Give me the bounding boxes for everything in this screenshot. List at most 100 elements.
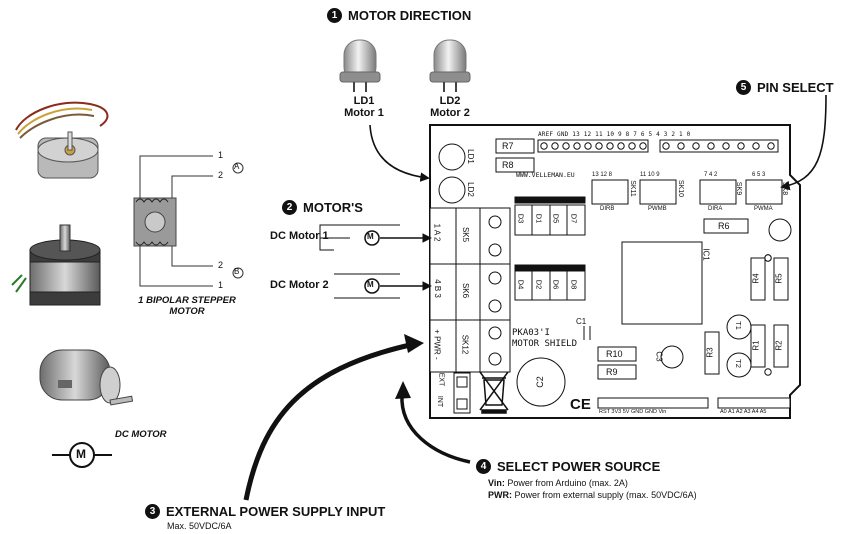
header-pin xyxy=(584,142,592,150)
diode-d1: D1 xyxy=(534,213,544,224)
header-dirb: DIRB xyxy=(600,206,615,212)
weee-bin-symbol xyxy=(479,371,509,414)
header-pin xyxy=(767,142,775,150)
diode-d3: D3 xyxy=(516,213,526,224)
callout-title: MOTOR DIRECTION xyxy=(348,8,472,23)
ic1-label: IC1 xyxy=(701,248,711,261)
transistor-t2: T2 xyxy=(733,359,743,368)
diode-d2: D2 xyxy=(534,279,544,290)
res-r2: R2 xyxy=(774,340,784,351)
board-url: WWW.VELLEMAN.EU xyxy=(516,171,575,179)
header-pin xyxy=(764,368,772,376)
board-capacitors xyxy=(516,326,684,407)
board-name-line: MOTOR SHIELD xyxy=(512,339,578,349)
header-pin xyxy=(737,142,745,150)
header-pin xyxy=(662,142,670,150)
led-motor: Motor 1 xyxy=(344,107,384,119)
header-pin xyxy=(764,254,772,262)
ext-power-note: Max. 50VDC/6A xyxy=(167,521,232,531)
led-ld1-image xyxy=(339,39,381,92)
res-r10: R10 xyxy=(606,349,623,359)
callout-power-source: 4 SELECT POWER SOURCE xyxy=(476,459,660,474)
power-source-vin: Vin: Power from Arduino (max. 2A) xyxy=(488,478,628,488)
board-bottom-header-right: A0 A1 A2 A3 A4 A5 xyxy=(720,409,767,415)
terminal-sk5: SK5 xyxy=(461,226,471,243)
pwr-key: PWR: xyxy=(488,490,512,500)
callout-number: 2 xyxy=(282,200,297,215)
header-sk10: SK10 xyxy=(677,179,685,198)
header-pin xyxy=(707,142,715,150)
header-sk11-pins: 13 12 8 xyxy=(592,172,613,178)
coil-marker-b: B xyxy=(234,267,240,276)
res-r6: R6 xyxy=(718,221,730,231)
bipolar-stepper-schematic xyxy=(133,155,244,287)
cap-c2: C2 xyxy=(534,376,545,388)
header-sk9: SK9 xyxy=(735,181,743,196)
int-label: INT xyxy=(436,395,444,408)
dc-motor-symbol-letter: M xyxy=(76,447,86,461)
callout-motors: 2 MOTOR'S xyxy=(282,200,363,215)
motor-symbol-letter: M xyxy=(367,232,374,241)
header-sk9-pins: 7 4 2 xyxy=(704,172,718,178)
dc-motor-caption: DC MOTOR xyxy=(115,429,167,440)
board-ld1: LD1 xyxy=(465,149,475,164)
res-r7: R7 xyxy=(502,141,514,151)
diode-d4: D4 xyxy=(516,279,526,290)
mounting-hole xyxy=(768,218,792,242)
diode-d7: D7 xyxy=(569,213,579,224)
board-bottom-header-left: RST 3V3 5V GND GND Vin xyxy=(599,409,667,415)
arrows xyxy=(319,94,827,299)
board-led-circles xyxy=(438,143,466,204)
stepper-motor-small-image xyxy=(15,101,109,179)
callout-title: MOTOR'S xyxy=(303,200,363,215)
callout-title: PIN SELECT xyxy=(757,80,834,95)
terminal-sk12-pins: + PWR - xyxy=(432,329,442,360)
coil-pin: 2 xyxy=(218,260,224,270)
ic1-outline xyxy=(621,241,703,325)
thick-arrow-ext-power xyxy=(243,334,424,501)
header-sk11: SK11 xyxy=(628,180,636,197)
dc-motor-symbol xyxy=(52,442,112,468)
jumper-headers xyxy=(591,179,783,205)
bottom-header-pins xyxy=(597,397,791,409)
header-pin xyxy=(551,142,559,150)
power-source-pwr: PWR: Power from external supply (max. 50… xyxy=(488,490,697,500)
callout-number: 4 xyxy=(476,459,491,474)
coil-pin: 1 xyxy=(218,150,224,160)
callout-ext-power: 3 EXTERNAL POWER SUPPLY INPUT xyxy=(145,504,385,519)
dc-motor-2-label: DC Motor 2 xyxy=(270,279,329,291)
callout-title: SELECT POWER SOURCE xyxy=(497,459,661,474)
ext-int-jumper xyxy=(453,372,471,414)
caption-line: MOTOR xyxy=(169,306,205,317)
header-pin xyxy=(540,142,548,150)
motor-symbol-letter: M xyxy=(367,280,374,289)
pwr-text: Power from external supply (max. 50VDC/6… xyxy=(514,490,697,500)
callout-motor-direction: 1 MOTOR DIRECTION xyxy=(327,8,471,23)
terminal-sk5-pins: 1 A 2 xyxy=(432,223,442,242)
vin-text: Power from Arduino (max. 2A) xyxy=(507,478,628,488)
header-pin xyxy=(617,142,625,150)
res-r5: R5 xyxy=(774,273,784,284)
header-pin xyxy=(562,142,570,150)
led-motor: Motor 2 xyxy=(430,107,470,119)
callout-pin-select: 5 PIN SELECT xyxy=(736,80,834,95)
diode-d6: D6 xyxy=(551,279,561,290)
stepper-caption: 1 BIPOLAR STEPPER MOTOR xyxy=(132,295,242,317)
dc-motor-image xyxy=(39,349,134,406)
header-pwmb: PWMB xyxy=(648,206,667,212)
header-pin xyxy=(639,142,647,150)
dc-motor-1-label: DC Motor 1 xyxy=(270,230,329,242)
terminal-sk12: SK12 xyxy=(460,334,470,355)
res-r4: R4 xyxy=(751,273,761,284)
header-pin xyxy=(722,142,730,150)
header-pin xyxy=(752,142,760,150)
res-r3: R3 xyxy=(705,347,715,358)
header-pin xyxy=(606,142,614,150)
stepper-motor-large-image xyxy=(11,224,101,306)
led-ld2-label: LD2 Motor 2 xyxy=(424,95,476,119)
terminal-sk6: SK6 xyxy=(461,282,471,299)
cap-c3: C3 xyxy=(654,351,664,362)
board-name: PKA03'I MOTOR SHIELD xyxy=(512,328,577,350)
